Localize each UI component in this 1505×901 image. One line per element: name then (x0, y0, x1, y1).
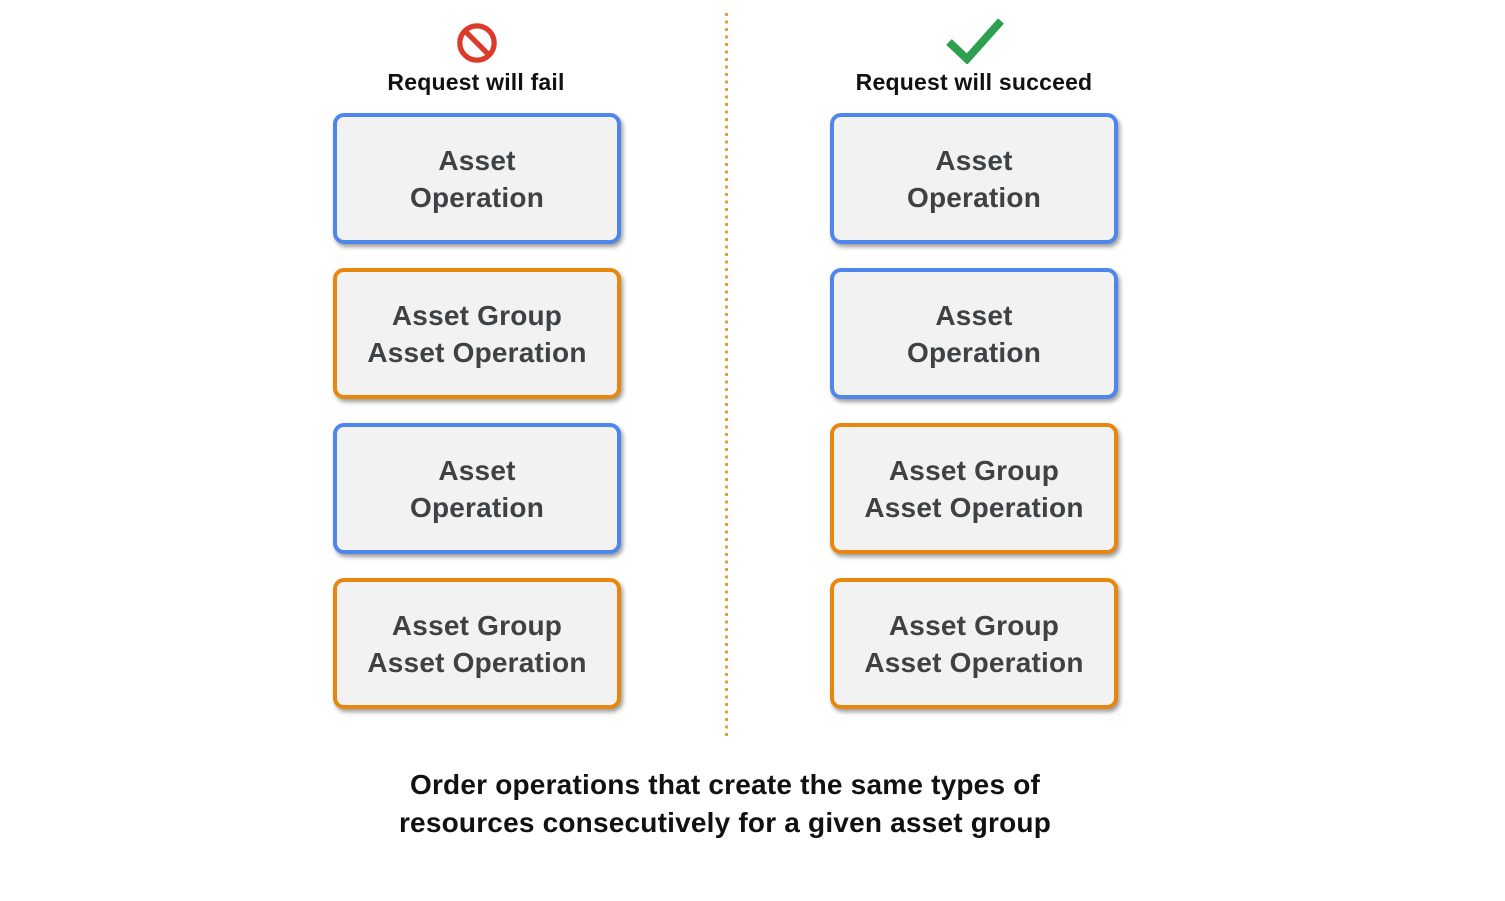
box-line: Operation (906, 181, 1042, 213)
fail-header-label: Request will fail (387, 69, 565, 95)
box-asset-group-asset-operation: Asset Group Asset Operation (333, 578, 621, 709)
box-asset-operation: Asset Operation (830, 113, 1118, 244)
box-line: Asset (438, 454, 516, 486)
box-asset-group-asset-operation: Asset Group Asset Operation (830, 578, 1118, 709)
box-line: Asset Group (888, 454, 1060, 486)
box-line: Asset (438, 144, 516, 176)
caption-line: Order operations that create the same ty… (409, 769, 1041, 800)
box-line: Operation (409, 181, 545, 213)
box-line: Asset Group (888, 609, 1060, 641)
box-asset-group-asset-operation: Asset Group Asset Operation (333, 268, 621, 399)
box-line: Asset Operation (864, 646, 1084, 678)
succeed-header-label: Request will succeed (855, 69, 1093, 95)
box-line: Operation (409, 491, 545, 523)
box-asset-operation: Asset Operation (333, 113, 621, 244)
box-asset-operation: Asset Operation (333, 423, 621, 554)
box-asset-operation: Asset Operation (830, 268, 1118, 399)
box-line: Operation (906, 336, 1042, 368)
no-entry-icon (456, 22, 498, 64)
box-line: Asset Operation (367, 646, 587, 678)
box-line: Asset (935, 299, 1013, 331)
box-line: Asset Group (391, 299, 563, 331)
box-line: Asset Group (391, 609, 563, 641)
check-icon (945, 16, 1005, 64)
caption: Order operations that create the same ty… (365, 766, 1085, 842)
box-line: Asset Operation (367, 336, 587, 368)
box-line: Asset (935, 144, 1013, 176)
box-asset-group-asset-operation: Asset Group Asset Operation (830, 423, 1118, 554)
column-divider (725, 13, 728, 737)
caption-line: resources consecutively for a given asse… (398, 807, 1052, 838)
box-line: Asset Operation (864, 491, 1084, 523)
